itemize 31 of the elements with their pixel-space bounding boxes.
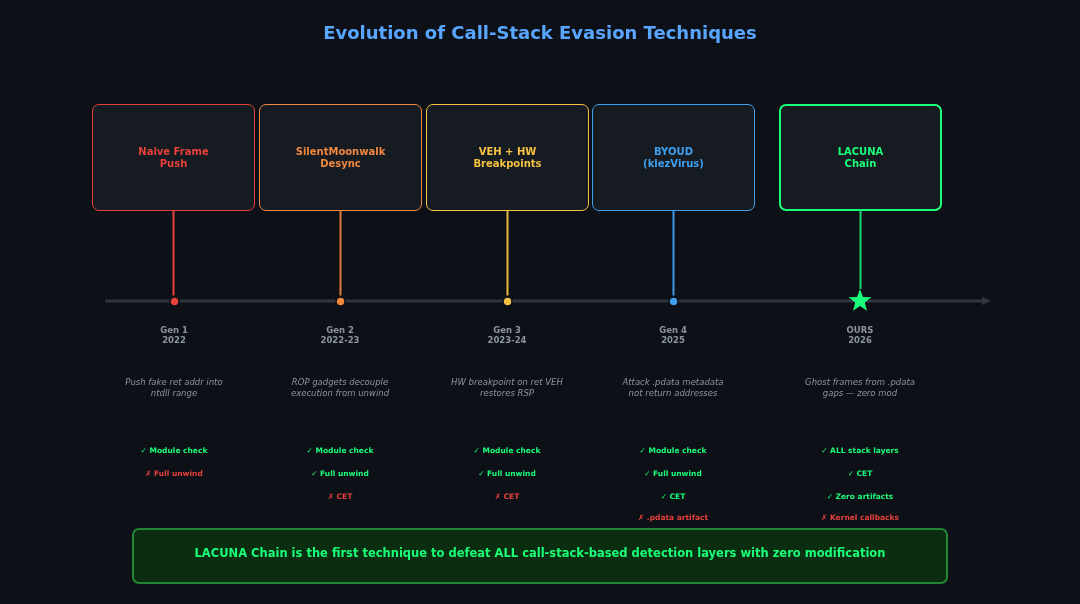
title: Evolution of Call-Stack Evasion Techniques <box>322 22 758 43</box>
technique-description: HW breakpoint on ret VEH restores RSP <box>451 377 563 398</box>
technique-name: Naive Frame Push <box>137 145 210 170</box>
technique-box <box>426 104 589 211</box>
generation-label: OURS 2026 <box>845 325 875 345</box>
technique-box <box>779 104 942 211</box>
generation-label: Gen 1 2022 <box>159 325 189 345</box>
connector-line <box>172 210 175 297</box>
generation-label: Gen 4 2025 <box>658 325 688 345</box>
timeline-dot <box>334 295 346 307</box>
technique-box <box>92 104 255 211</box>
technique-description: Attack .pdata metadata not return addresses <box>621 377 725 398</box>
technique-name: SilentMoonwalk Desync <box>294 145 387 170</box>
technique-box <box>592 104 755 211</box>
timeline-dot <box>501 295 513 307</box>
connector-line <box>672 210 675 297</box>
technique-name: VEH + HW Breakpoints <box>472 145 543 170</box>
connector-line <box>339 210 342 297</box>
technique-box <box>259 104 422 211</box>
timeline-dot <box>667 295 679 307</box>
summary-banner <box>132 528 948 584</box>
technique-name: LACUNA Chain <box>836 145 885 170</box>
technique-description: Ghost frames from .pdata gaps — zero mod <box>804 377 916 398</box>
summary-text: LACUNA Chain is the first technique to defeat ALL call-stack-based detection layers with zero modification <box>194 547 886 559</box>
technique-name: BYOUD (klezVirus) <box>642 145 705 170</box>
connector-line <box>859 210 862 290</box>
technique-description: Push fake ret addr into ntdll range <box>124 377 224 398</box>
technique-description: ROP gadgets decouple execution from unwind <box>289 377 391 398</box>
connector-line <box>506 210 509 297</box>
star-marker <box>848 289 872 313</box>
timeline-dot <box>168 295 180 307</box>
